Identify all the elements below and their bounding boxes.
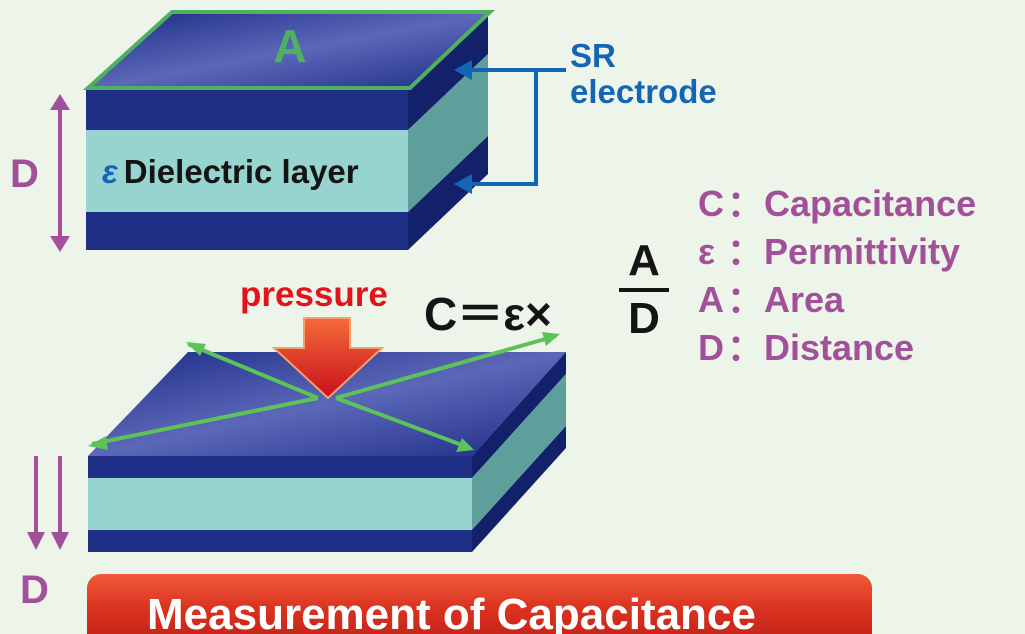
banner-text: Measurement of Capacitance bbox=[147, 590, 756, 634]
legend-symbol: D bbox=[698, 327, 724, 368]
electrode-arrowhead-bottom bbox=[454, 174, 472, 194]
deformation-arrows bbox=[91, 334, 557, 450]
legend-separator: ： bbox=[726, 279, 763, 320]
legend-meaning: Permittivity bbox=[764, 231, 961, 272]
legend-symbol: C bbox=[698, 183, 724, 224]
formula-denominator: D bbox=[628, 294, 660, 343]
area-label: A bbox=[273, 20, 306, 72]
upper-bottom-electrode-front bbox=[86, 212, 408, 250]
legend-symbol: ε bbox=[698, 231, 716, 272]
lower-top-electrode-front bbox=[88, 456, 472, 478]
legend-row: ε：Permittivity bbox=[698, 228, 976, 276]
measurement-banner: Measurement of Capacitance bbox=[87, 574, 872, 634]
electrode-arrowhead-top bbox=[454, 60, 472, 80]
lower-top-electrode-side bbox=[472, 352, 566, 478]
lower-dielectric-side bbox=[472, 374, 566, 530]
pressure-arrow bbox=[271, 317, 385, 400]
legend-row: A：Area bbox=[698, 276, 976, 324]
lower-top-electrode-face bbox=[88, 352, 566, 456]
diagram-graphics: A bbox=[27, 10, 566, 552]
distance-arrow-upper bbox=[50, 94, 70, 252]
electrode-label-line1: SR bbox=[570, 37, 616, 74]
legend-separator: ： bbox=[726, 231, 763, 272]
legend-separator: ： bbox=[726, 327, 763, 368]
permittivity-symbol: ε bbox=[102, 153, 118, 190]
dielectric-side bbox=[408, 54, 488, 212]
distance-arrow-lower bbox=[27, 456, 69, 550]
legend-separator: ： bbox=[726, 183, 763, 224]
legend-meaning: Capacitance bbox=[764, 183, 977, 224]
lower-sensor-stack bbox=[88, 352, 566, 552]
area-outline bbox=[82, 10, 496, 90]
distance-label-bottom: D bbox=[20, 568, 49, 612]
dielectric-front bbox=[86, 130, 408, 212]
lower-bottom-electrode-side bbox=[472, 426, 566, 552]
lower-bottom-electrode-front bbox=[88, 530, 472, 552]
formula-numerator: A bbox=[628, 236, 660, 285]
legend-row: D：Distance bbox=[698, 324, 976, 372]
formula-lhs: C＝ε× bbox=[424, 288, 552, 340]
upper-top-electrode-front bbox=[86, 90, 408, 130]
upper-bottom-electrode-side bbox=[408, 136, 488, 250]
legend-meaning: Area bbox=[764, 279, 845, 320]
distance-label-top: D bbox=[10, 152, 39, 196]
pressure-label: pressure bbox=[240, 275, 388, 314]
lower-dielectric-front bbox=[88, 478, 472, 530]
upper-top-electrode-face bbox=[86, 14, 488, 90]
electrode-connector-lines bbox=[470, 68, 566, 186]
fraction-bar bbox=[619, 288, 669, 292]
deformation-arrowheads bbox=[88, 332, 560, 452]
legend-meaning: Distance bbox=[764, 327, 915, 368]
electrode-label: SR electrode bbox=[570, 38, 717, 110]
legend-row: C：Capacitance bbox=[698, 180, 976, 228]
upper-sensor-stack bbox=[82, 10, 496, 250]
dielectric-label-text: Dielectric layer bbox=[123, 153, 359, 190]
upper-top-electrode-side bbox=[408, 14, 488, 130]
electrode-label-line2: electrode bbox=[570, 73, 717, 110]
legend-symbol: A bbox=[698, 279, 724, 320]
variable-legend: C：Capacitance ε：Permittivity A：Area D：Di… bbox=[698, 180, 976, 372]
formula-fraction: A D bbox=[618, 236, 670, 344]
